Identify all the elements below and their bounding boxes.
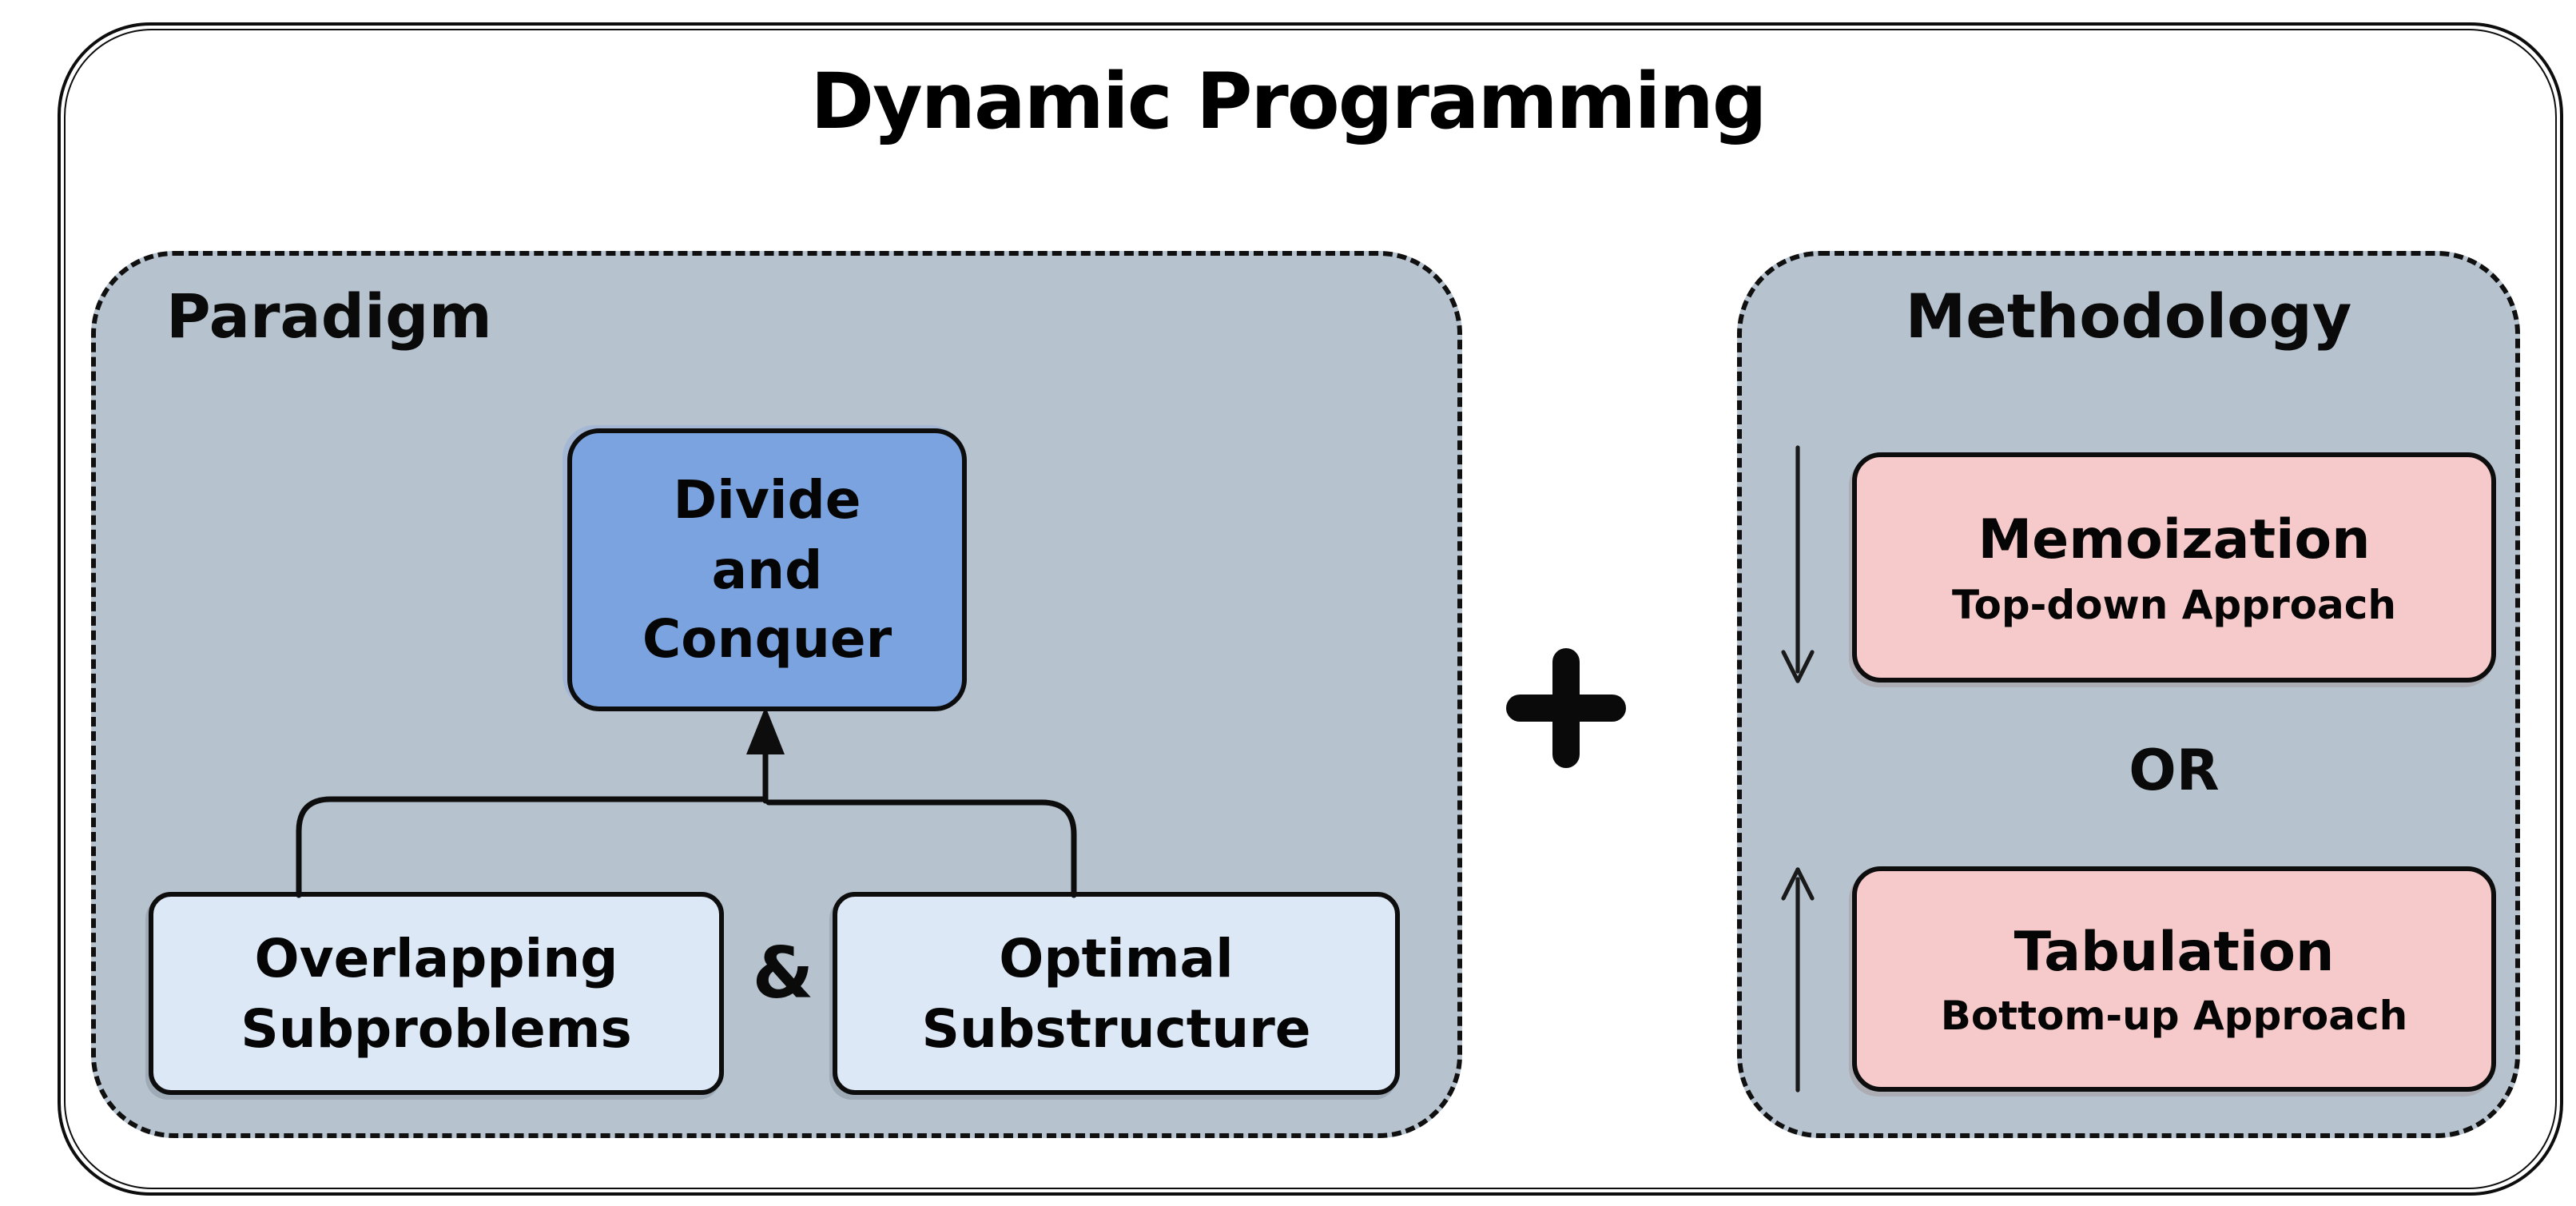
memoization-subtitle: Top-down Approach — [1952, 581, 2396, 628]
tabulation-title: Tabulation — [2013, 920, 2335, 985]
tabulation-subtitle: Bottom-up Approach — [1940, 993, 2408, 1040]
divide-and-conquer-text: Divide and Conquer — [642, 468, 892, 671]
divide-and-conquer-box: Divide and Conquer — [567, 428, 967, 711]
optimal-substructure-text: Optimal Substructure — [921, 926, 1311, 1059]
up-arrow-icon — [1781, 867, 1815, 1093]
overlapping-subproblems-box: Overlapping Subproblems — [149, 892, 724, 1095]
connector-left-branch — [296, 796, 765, 898]
outer-frame — [58, 22, 2563, 1196]
methodology-label: Methodology — [1905, 281, 2352, 352]
memoization-box: Memoization Top-down Approach — [1852, 452, 2496, 683]
tabulation-box: Tabulation Bottom-up Approach — [1852, 866, 2496, 1092]
or-label: OR — [2129, 740, 2220, 804]
overlapping-subproblems-text: Overlapping Subproblems — [241, 926, 632, 1059]
connector-right-branch — [765, 799, 1077, 898]
up-arrowhead — [746, 706, 785, 754]
down-arrow-icon — [1781, 445, 1815, 683]
paradigm-label: Paradigm — [166, 281, 492, 352]
ampersand-label: & — [752, 933, 814, 1015]
paradigm-panel: Paradigm Divide and Conquer Overlapping … — [91, 251, 1462, 1138]
optimal-substructure-box: Optimal Substructure — [833, 892, 1400, 1095]
page-title: Dynamic Programming — [810, 58, 1767, 147]
methodology-panel: Methodology Memoization Top-down Approac… — [1737, 251, 2520, 1138]
memoization-title: Memoization — [1978, 508, 2371, 573]
